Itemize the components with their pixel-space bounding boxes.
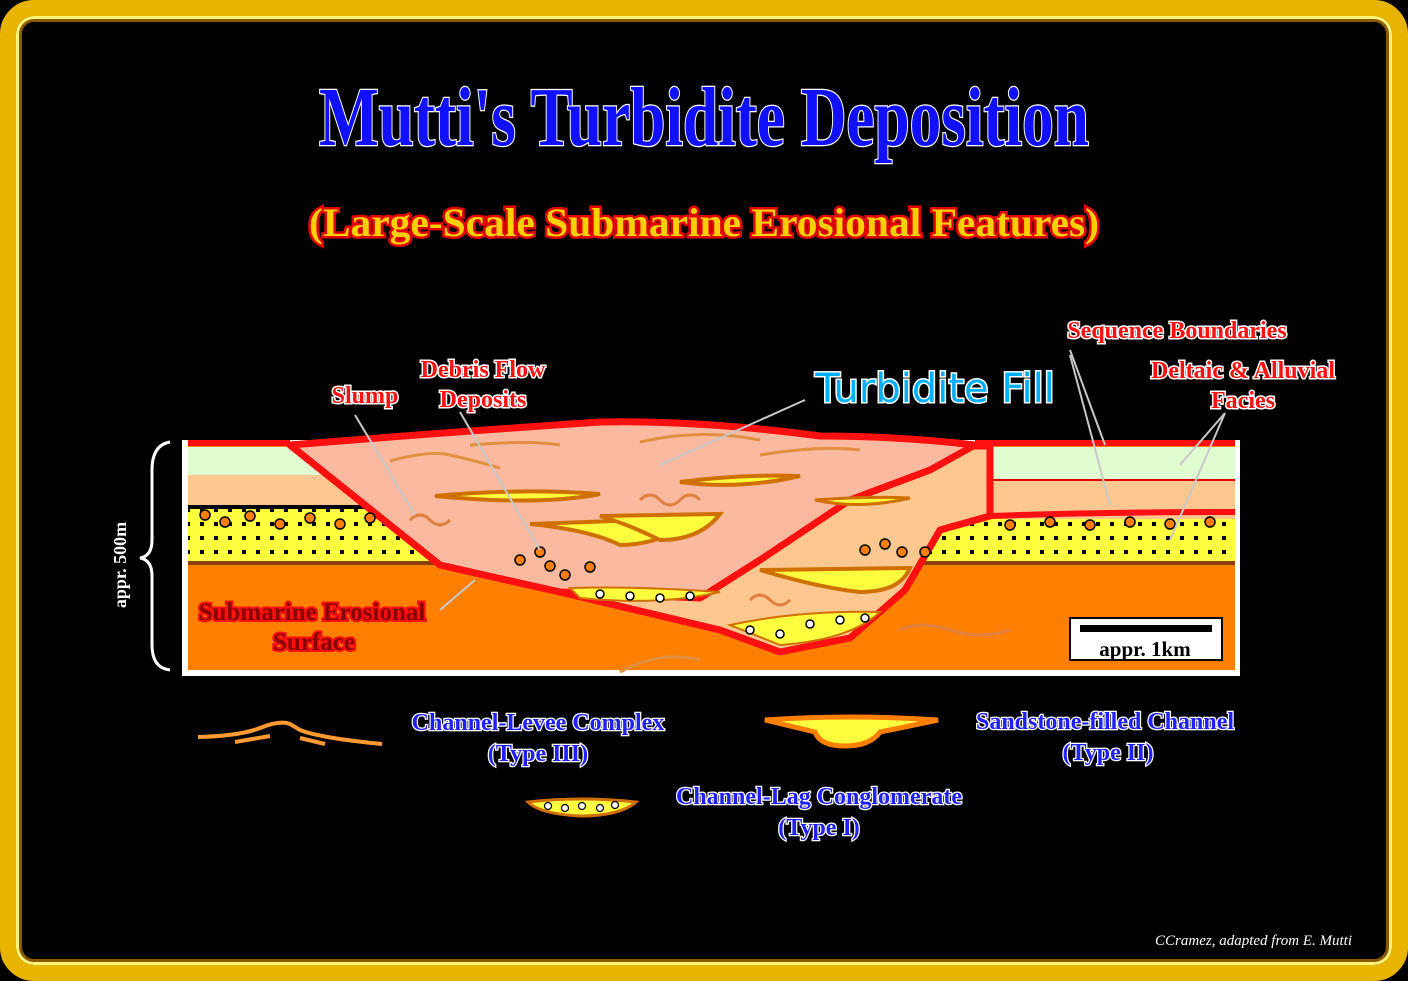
- cross-section: appr. 1km: [182, 349, 1240, 676]
- legend-label-channel-lag: Channel-Lag Conglomerate: [676, 784, 962, 810]
- label-deltaic-1: Deltaic & Alluvial: [1151, 358, 1335, 384]
- page-title: Mutti's Turbidite Deposition: [319, 71, 1089, 164]
- legend-type-channel-levee: (Type III): [488, 741, 588, 767]
- vertical-scale-label: appr. 500m: [110, 522, 130, 608]
- horizontal-scale-bar: [1069, 617, 1223, 661]
- label-debris-flow-2: Deposits: [440, 387, 527, 413]
- credit: CCramez, adapted from E. Mutti: [1155, 933, 1352, 949]
- turbidite-fill-area: [286, 418, 979, 602]
- page-subtitle: (Large-Scale Submarine Erosional Feature…: [309, 200, 1099, 245]
- legend-sandstone-channel-symbol: [764, 714, 939, 749]
- legend-label-channel-levee: Channel-Levee Complex: [412, 710, 665, 736]
- label-turbidite-fill: Turbidite Fill: [814, 366, 1055, 412]
- legend: [197, 714, 939, 818]
- legend-type-sandstone-channel: (Type II): [1063, 740, 1154, 766]
- label-debris-flow-1: Debris Flow: [421, 357, 546, 383]
- label-slump: Slump: [332, 383, 399, 409]
- legend-channel-levee-symbol: [197, 720, 383, 746]
- label-deltaic-2: Facies: [1211, 388, 1275, 414]
- label-erosional-2: Surface: [273, 629, 355, 656]
- legend-type-channel-lag: (Type I): [778, 815, 860, 841]
- vertical-brace: [139, 440, 171, 672]
- horizontal-scale-label: appr. 1km: [1099, 637, 1191, 661]
- label-sequence-boundaries: Sequence Boundaries: [1067, 318, 1286, 344]
- legend-label-sandstone-channel: Sandstone-filled Channel: [976, 709, 1234, 735]
- label-erosional-1: Submarine Erosional: [199, 599, 426, 626]
